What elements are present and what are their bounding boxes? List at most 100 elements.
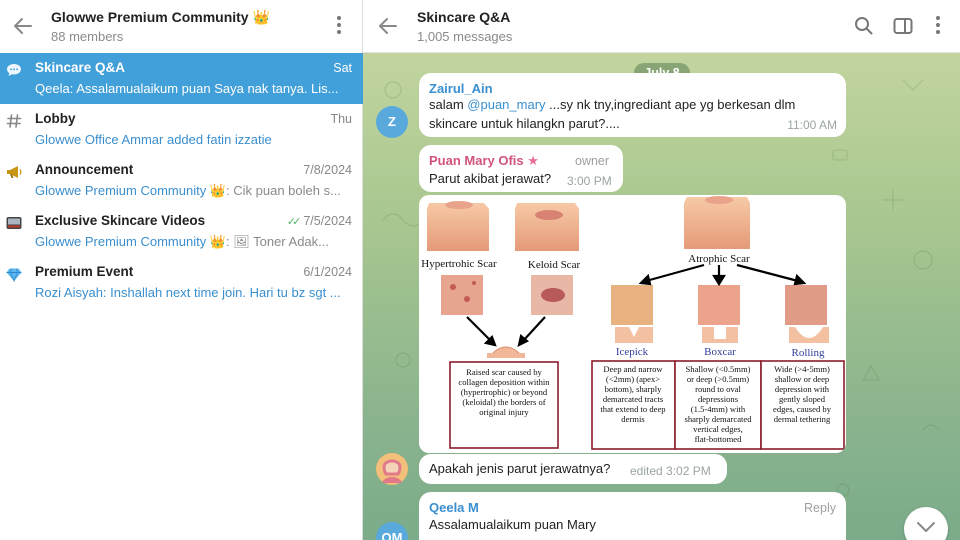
- raised-desc-line: Raised scar caused by: [466, 367, 542, 377]
- message-bubble: Puan Mary Ofis ★ owner Parut akibat jera…: [419, 145, 623, 192]
- rolling-desc-line: shallow or deep: [775, 374, 829, 384]
- skin-block-atrophic: [684, 196, 750, 249]
- search-button[interactable]: [852, 14, 876, 38]
- chat-list-panel: Glowwe Premium Community 👑 88 members Sk…: [0, 0, 363, 540]
- speech-bubble-icon: [5, 61, 23, 79]
- megaphone-icon: [5, 163, 23, 181]
- chat-item-skincare-qa[interactable]: Skincare Q&A Sat Qeela: Assalamualaikum …: [0, 53, 363, 104]
- sidebar-header: Glowwe Premium Community 👑 88 members: [0, 0, 363, 53]
- hash-icon: [5, 112, 23, 130]
- message-bubble: Apakah jenis parut jerawatnya? edited 3:…: [419, 454, 727, 484]
- scar-diagram: Hypertrohic Scar Keloid Scar Atrophic Sc…: [421, 196, 845, 450]
- label-rolling: Rolling: [791, 347, 825, 359]
- chat-preview: Glowwe Premium Community 👑: Cik puan bol…: [35, 183, 341, 198]
- chat-name: Announcement: [35, 162, 134, 177]
- chat-item-exclusive-videos[interactable]: Exclusive Skincare Videos ✓✓7/5/2024 Glo…: [0, 206, 363, 257]
- chat-date: Thu: [330, 112, 352, 126]
- icepick-shape: [615, 327, 653, 343]
- boxcar-desc-line: or deep (>0.5mm): [687, 374, 749, 384]
- icepick-desc-line: Deep and narrow: [603, 364, 663, 374]
- chat-header: Skincare Q&A 1,005 messages: [363, 0, 960, 53]
- chat-item-lobby[interactable]: Lobby Thu Glowwe Office Ammar added fati…: [0, 104, 363, 155]
- message-time: 3:00 PM: [567, 174, 612, 188]
- boxcar-desc-line: flat-bottomed: [695, 434, 742, 444]
- scroll-to-bottom-button[interactable]: [904, 507, 948, 540]
- toggle-sidebar-button[interactable]: [891, 14, 915, 38]
- label-hypertrophic: Hypertrohic Scar: [421, 258, 497, 270]
- avatar[interactable]: QM: [376, 522, 408, 540]
- search-icon: [855, 17, 873, 35]
- chat-preview: Rozi Aisyah: Inshallah next time join. H…: [35, 285, 341, 300]
- member-count: 88 members: [51, 29, 124, 44]
- star-icon: ★: [527, 153, 539, 168]
- video-icon: [5, 214, 23, 232]
- sender-name[interactable]: Puan Mary Ofis ★: [429, 153, 539, 168]
- message-text: salam @puan_mary ...sy nk tny,ingrediant…: [429, 97, 796, 112]
- chat-name: Premium Event: [35, 264, 134, 279]
- back-button[interactable]: [8, 11, 38, 41]
- boxcar-desc-line: depressions: [698, 394, 739, 404]
- owner-badge: owner: [575, 154, 610, 168]
- photo-icepick: [611, 285, 653, 325]
- crown-icon: 👑: [252, 9, 270, 25]
- crown-icon: 👑: [209, 234, 227, 249]
- message-text: Assalamualaikum puan Mary: [429, 517, 596, 532]
- chat-preview: Qeela: Assalamualaikum puan Saya nak tan…: [35, 81, 339, 96]
- rolling-desc-line: gently sloped: [779, 394, 826, 404]
- chat-date: Sat: [333, 61, 352, 75]
- icepick-desc-line: demarcated tracts: [603, 394, 664, 404]
- chat-preview: Glowwe Premium Community 👑: 🖼 Toner Adak…: [35, 234, 329, 249]
- message-bubble: Zairul_Ain salam @puan_mary ...sy nk tny…: [419, 73, 846, 137]
- rolling-desc-line: dermal tethering: [774, 414, 831, 424]
- chat-background-pattern: [377, 79, 940, 497]
- sender-name[interactable]: Zairul_Ain: [429, 81, 493, 96]
- raised-desc-line: collagen deposition within: [458, 377, 550, 387]
- diamond-icon: [5, 265, 23, 283]
- crown-icon: 👑: [209, 183, 227, 198]
- more-options-button[interactable]: [329, 13, 349, 43]
- message-text: Parut akibat jerawat?: [429, 171, 552, 186]
- photo-hypertrophic: [441, 275, 483, 315]
- double-check-icon: ✓✓: [286, 216, 302, 228]
- acne-scar-diagram-image[interactable]: Hypertrohic Scar Keloid Scar Atrophic Sc…: [419, 195, 846, 453]
- raised-desc-line: (keloidal) the borders of: [462, 397, 545, 407]
- avatar-photo[interactable]: [376, 453, 408, 485]
- group-title: Glowwe Premium Community 👑: [51, 9, 270, 25]
- label-keloid: Keloid Scar: [528, 259, 581, 271]
- chat-item-premium-event[interactable]: Premium Event 6/1/2024 Rozi Aisyah: Insh…: [0, 257, 363, 308]
- chat-date: ✓✓7/5/2024: [286, 214, 352, 228]
- boxcar-desc-line: round to oval: [695, 384, 741, 394]
- boxcar-desc-line: vertical edges,: [693, 424, 743, 434]
- more-options-button[interactable]: [928, 13, 948, 43]
- message-bubble: Qeela M Reply Assalamualaikum puan Mary: [419, 492, 846, 540]
- person-icon: [376, 453, 408, 485]
- chat-item-announcement[interactable]: Announcement 7/8/2024 Glowwe Premium Com…: [0, 155, 363, 206]
- back-button[interactable]: [373, 11, 403, 41]
- mention-link[interactable]: @puan_mary: [467, 97, 546, 112]
- icepick-desc-line: dermis: [621, 414, 645, 424]
- raised-desc-line: original injury: [479, 407, 529, 417]
- reply-button[interactable]: Reply: [804, 501, 836, 515]
- raised-desc-line: (hypertrophic) or beyond: [461, 387, 548, 397]
- boxcar-desc-line: Shallow (<0.5mm): [686, 364, 751, 374]
- chat-date: 7/8/2024: [303, 163, 352, 177]
- arrow-left-icon: [379, 18, 397, 34]
- icepick-desc-line: (<2mm) (apex>: [606, 374, 660, 384]
- sidebar-panel-icon: [893, 18, 913, 34]
- chat-name: Lobby: [35, 111, 76, 126]
- skin-block-keloid: [515, 203, 579, 251]
- sender-name[interactable]: Qeela M: [429, 500, 479, 515]
- icepick-desc-line: bottom), sharply: [605, 384, 663, 394]
- label-boxcar: Boxcar: [704, 346, 736, 358]
- icepick-desc-line: that extend to deep: [600, 404, 665, 414]
- icepick-description-box: [591, 360, 676, 450]
- message-text: Apakah jenis parut jerawatnya?: [429, 461, 611, 476]
- photo-rolling: [785, 285, 827, 325]
- chat-preview: Glowwe Office Ammar added fatin izzatie: [35, 132, 272, 147]
- label-icepick: Icepick: [616, 346, 649, 358]
- avatar[interactable]: Z: [376, 106, 408, 138]
- photo-boxcar: [698, 285, 740, 325]
- message-text: skincare untuk hilangkn parut?....: [429, 116, 620, 131]
- chat-date: 6/1/2024: [303, 265, 352, 279]
- chat-name: Skincare Q&A: [35, 60, 126, 75]
